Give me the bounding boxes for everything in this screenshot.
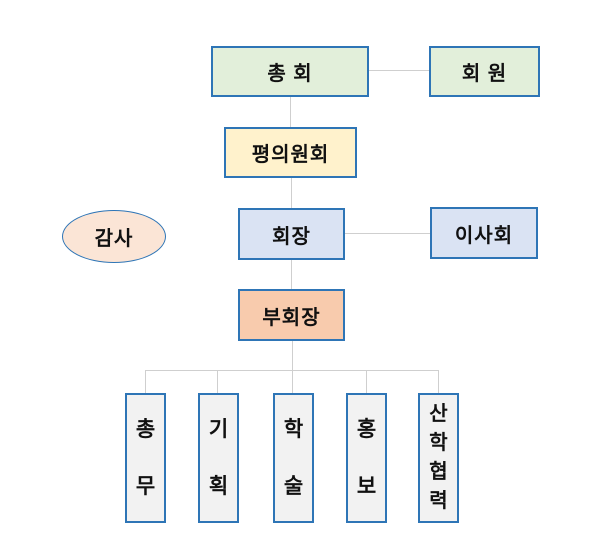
- node-board-label: 이사회: [454, 224, 514, 247]
- node-auditor-label: 감사: [94, 228, 134, 250]
- node-president-label: 회장: [272, 225, 311, 248]
- connector-drop-dept-1: [145, 370, 146, 393]
- node-board-of-directors: 이사회: [430, 207, 538, 259]
- node-auditor-ellipse: 감사: [62, 210, 166, 263]
- connector-president-vicepres: [291, 260, 292, 289]
- node-members: 회 원: [429, 46, 540, 97]
- node-dept-academic-label: 학 술: [283, 418, 304, 498]
- connector-president-board: [345, 233, 430, 234]
- node-general-assembly: 총 회: [211, 46, 369, 97]
- node-dept-general-affairs: 총 무: [125, 393, 166, 523]
- node-dept-planning-label: 기 획: [208, 418, 229, 498]
- node-vice-president: 부회장: [238, 289, 345, 341]
- node-council: 평의원회: [224, 127, 357, 178]
- node-dept-public-relations: 홍 보: [346, 393, 387, 523]
- node-dept-academic: 학 술: [273, 393, 314, 523]
- connector-drop-dept-2: [217, 370, 218, 393]
- node-council-label: 평의원회: [251, 144, 330, 166]
- connector-assembly-council: [290, 97, 291, 127]
- node-dept-general-affairs-label: 총 무: [135, 418, 156, 498]
- connector-assembly-members: [369, 70, 429, 71]
- node-dept-planning: 기 획: [198, 393, 239, 523]
- node-president: 회장: [238, 208, 345, 260]
- connector-vicepres-bus: [292, 341, 293, 370]
- connector-drop-dept-3: [292, 370, 293, 393]
- node-general-assembly-label: 총 회: [267, 63, 313, 85]
- connector-drop-dept-5: [438, 370, 439, 393]
- connector-drop-dept-4: [366, 370, 367, 393]
- node-dept-industry-academic-cooperation: 산 학 협 력: [418, 393, 459, 523]
- node-dept-public-relations-label: 홍 보: [356, 418, 377, 498]
- node-dept-industry-academic-cooperation-label: 산 학 협 력: [429, 403, 448, 512]
- connector-council-president: [291, 178, 292, 208]
- node-members-label: 회 원: [461, 63, 508, 85]
- node-vice-president-label: 부회장: [262, 306, 321, 329]
